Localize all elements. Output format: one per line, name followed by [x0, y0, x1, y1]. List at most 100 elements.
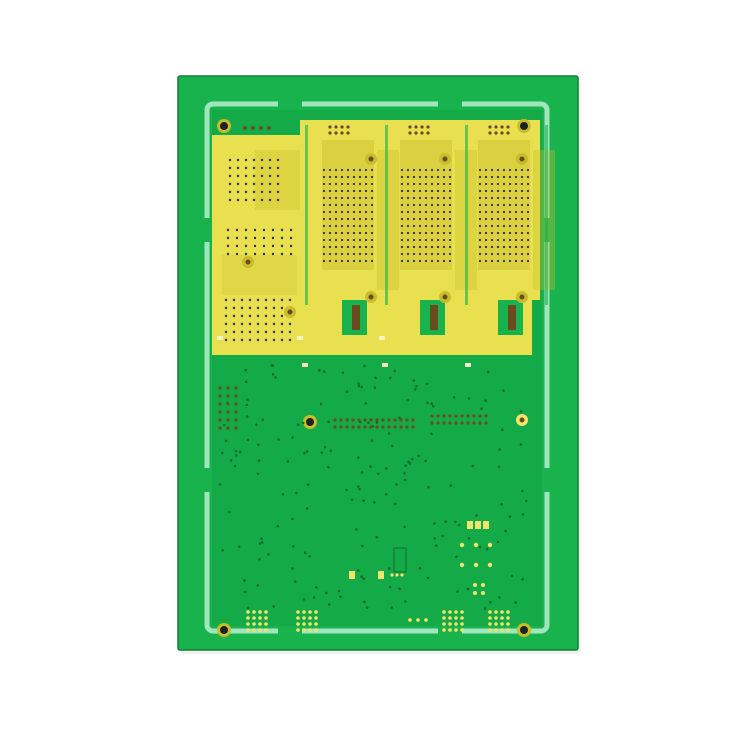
via [400, 238, 404, 242]
via [334, 189, 338, 193]
via [448, 421, 452, 425]
via [484, 189, 488, 193]
via [384, 492, 388, 496]
via [367, 421, 370, 425]
via [358, 245, 362, 249]
pad-hole [442, 294, 448, 300]
via [494, 125, 498, 129]
via [498, 448, 502, 451]
via [267, 126, 271, 130]
via [400, 231, 404, 235]
via [526, 238, 530, 242]
via [240, 314, 244, 318]
via [448, 168, 452, 172]
via [370, 182, 374, 186]
via [340, 217, 344, 221]
via [370, 238, 374, 242]
via [404, 600, 407, 603]
via [328, 245, 332, 249]
via [520, 182, 524, 186]
via [364, 231, 368, 235]
via [485, 547, 489, 551]
via [334, 168, 338, 172]
via [481, 583, 485, 587]
via [340, 210, 344, 214]
via [234, 386, 238, 390]
via [460, 414, 464, 418]
via [370, 203, 374, 207]
via [478, 224, 482, 228]
via [478, 210, 482, 214]
via [264, 622, 268, 626]
via [328, 252, 332, 256]
via [484, 399, 487, 403]
via [430, 210, 434, 214]
via [448, 628, 452, 632]
via [280, 330, 284, 334]
via [394, 502, 397, 506]
via [508, 168, 512, 172]
via [248, 314, 252, 318]
via [346, 252, 350, 256]
via [399, 425, 403, 429]
via [442, 196, 446, 200]
via [400, 217, 404, 221]
via [240, 322, 244, 326]
via [322, 370, 326, 374]
via [264, 628, 268, 632]
via [245, 403, 249, 407]
via [467, 537, 471, 540]
via [364, 252, 368, 256]
fiducial-mark [297, 336, 303, 340]
via [466, 587, 470, 591]
via [460, 421, 464, 425]
via [358, 231, 362, 235]
via [255, 423, 258, 427]
via [376, 472, 380, 476]
via [514, 217, 518, 221]
via [322, 259, 326, 263]
via [496, 175, 500, 179]
via [358, 203, 362, 207]
via [448, 238, 452, 242]
via [238, 450, 242, 454]
via [339, 418, 343, 422]
pad-hole [442, 156, 448, 162]
via [387, 567, 391, 570]
via [328, 210, 332, 214]
via [442, 622, 446, 626]
via [340, 131, 344, 135]
via [508, 217, 512, 221]
via [424, 217, 428, 221]
via [268, 166, 272, 170]
via [442, 252, 446, 256]
via [328, 196, 332, 200]
via [418, 224, 422, 228]
connector-row [333, 418, 415, 429]
via [264, 616, 268, 620]
via [478, 238, 482, 242]
via [252, 610, 256, 614]
via [442, 168, 446, 172]
via [296, 423, 300, 427]
smd-pad [475, 521, 481, 529]
via [233, 464, 237, 468]
via [424, 203, 428, 207]
via [357, 425, 361, 429]
via [291, 567, 294, 570]
via [345, 488, 348, 492]
via [237, 545, 241, 548]
via [314, 586, 318, 589]
via [400, 252, 404, 256]
via [358, 210, 362, 214]
slot-tab [278, 100, 302, 108]
via [234, 418, 238, 422]
via [364, 245, 368, 249]
via [358, 217, 362, 221]
via [430, 182, 434, 186]
via [280, 228, 284, 232]
via [369, 425, 373, 429]
via [424, 168, 428, 172]
pad-array [442, 610, 464, 632]
via [357, 456, 360, 459]
